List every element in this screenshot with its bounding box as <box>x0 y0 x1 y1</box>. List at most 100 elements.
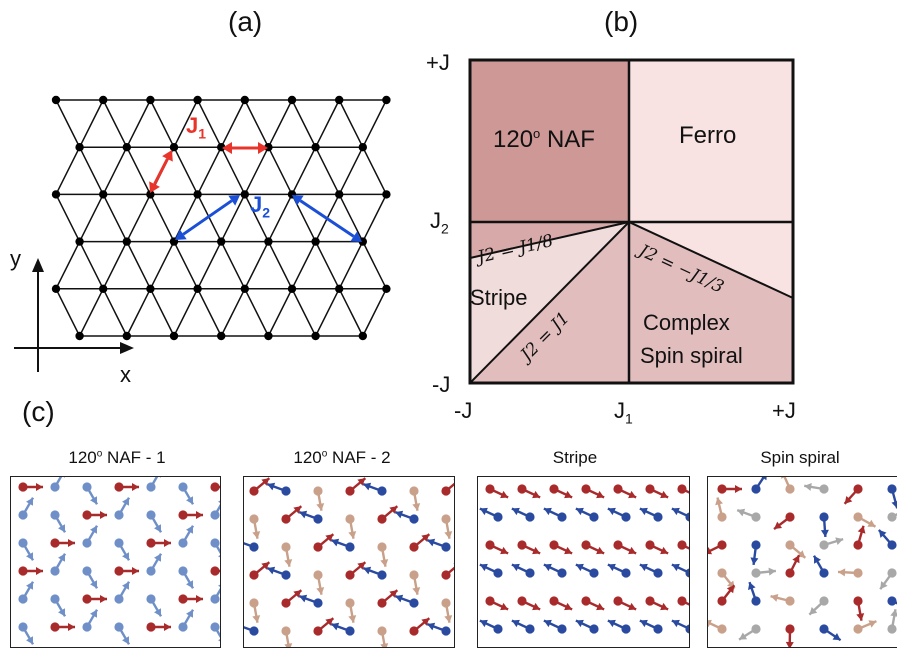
spin-arrow <box>645 596 668 610</box>
spin-site <box>751 568 760 577</box>
spin-site <box>345 598 354 607</box>
spin-site <box>653 512 662 521</box>
region-label-stripe: Stripe <box>470 285 527 311</box>
spin-arrow <box>50 476 65 492</box>
spin-site <box>581 540 590 549</box>
spin-arrow <box>576 508 599 522</box>
spin-title-prefix: Spin spiral <box>760 448 839 467</box>
spin-site <box>50 482 59 491</box>
spin-arrow <box>363 483 386 496</box>
region-label-complex: Complex <box>643 310 730 336</box>
spin-site <box>785 596 794 605</box>
spin-arrow <box>608 508 631 522</box>
spin-site <box>146 510 155 519</box>
spin-arrow <box>549 540 572 554</box>
spin-arrow <box>313 570 324 594</box>
spin-site <box>853 624 862 633</box>
spin-site <box>751 512 760 521</box>
spin-site <box>82 622 91 631</box>
spin-arrow <box>409 570 420 594</box>
spin-site <box>485 596 494 605</box>
spin-arrow <box>809 596 828 614</box>
spin-arrow <box>785 540 805 557</box>
spin-arrow <box>613 596 636 610</box>
spin-site <box>441 514 450 523</box>
spin-arrow <box>581 484 604 498</box>
spin-site <box>751 484 760 493</box>
spin-site <box>345 570 354 579</box>
spin-arrow <box>814 556 829 578</box>
spin-site <box>146 594 155 603</box>
spin-arrow <box>819 624 840 640</box>
spin-site <box>377 486 386 495</box>
spin-site <box>18 594 27 603</box>
spin-arrow <box>581 540 604 554</box>
spin-arrow <box>819 512 828 537</box>
spin-arrow <box>281 626 292 648</box>
spin-site <box>589 568 598 577</box>
spin-arrow <box>517 596 540 610</box>
spin-title-prefix: 120 <box>293 448 321 467</box>
spin-site <box>82 538 91 547</box>
spin-site <box>887 596 896 605</box>
spin-site <box>82 510 91 519</box>
spin-arrow <box>739 624 761 639</box>
spin-title-spiral: Spin spiral <box>700 448 897 468</box>
spin-arrow <box>243 539 259 552</box>
spin-site <box>441 570 450 579</box>
spin-site <box>18 482 27 491</box>
spin-arrow <box>887 484 897 508</box>
spin-site <box>146 622 155 631</box>
spin-arrow <box>313 618 333 635</box>
spin-arrow <box>345 598 356 622</box>
spin-arrow <box>313 486 324 510</box>
region-label-spin-spiral: Spin spiral <box>640 343 743 369</box>
spin-site <box>819 568 828 577</box>
spin-site <box>210 566 219 575</box>
spin-arrow <box>18 498 33 520</box>
spin-arrow <box>750 540 760 564</box>
spin-arrow <box>748 582 761 606</box>
pd-y-mid: J2 <box>430 208 449 236</box>
spin-arrow <box>737 509 760 522</box>
spin-config-naf-1 <box>10 476 221 648</box>
spin-site <box>178 538 187 547</box>
spin-site <box>50 566 59 575</box>
spin-arrow <box>672 508 690 522</box>
spin-site <box>313 626 322 635</box>
spin-site <box>493 512 502 521</box>
spin-site <box>853 596 862 605</box>
spin-arrow <box>82 566 97 588</box>
spin-site <box>345 486 354 495</box>
spin-site <box>313 570 322 579</box>
spin-site <box>281 542 290 551</box>
spin-arrow <box>485 484 508 498</box>
spin-site <box>819 484 828 493</box>
pd-x-right: +J <box>772 398 796 424</box>
spin-arrow <box>249 478 269 495</box>
spin-site <box>114 566 123 575</box>
spin-arrow <box>751 568 775 578</box>
spin-site <box>409 542 418 551</box>
spin-arrow <box>210 622 221 644</box>
spin-arrow <box>114 498 129 520</box>
spin-site <box>114 622 123 631</box>
spin-site <box>751 540 760 549</box>
spin-arrow <box>146 622 171 631</box>
spin-arrow <box>677 540 690 554</box>
spin-site <box>313 542 322 551</box>
spin-arrow <box>640 564 663 578</box>
spin-site <box>717 512 726 521</box>
spin-site <box>785 540 794 549</box>
spin-arrow <box>853 512 875 526</box>
spin-arrow <box>345 562 365 579</box>
spin-site <box>751 624 760 633</box>
spin-site <box>210 510 219 519</box>
pd-x-mid: J1 <box>614 398 633 426</box>
spin-arrow <box>331 623 354 636</box>
spin-arrow <box>377 626 388 648</box>
spin-site <box>517 540 526 549</box>
spin-title-naf-1: 120o NAF - 1 <box>17 448 217 468</box>
spin-site <box>819 596 828 605</box>
spin-site <box>819 624 828 633</box>
